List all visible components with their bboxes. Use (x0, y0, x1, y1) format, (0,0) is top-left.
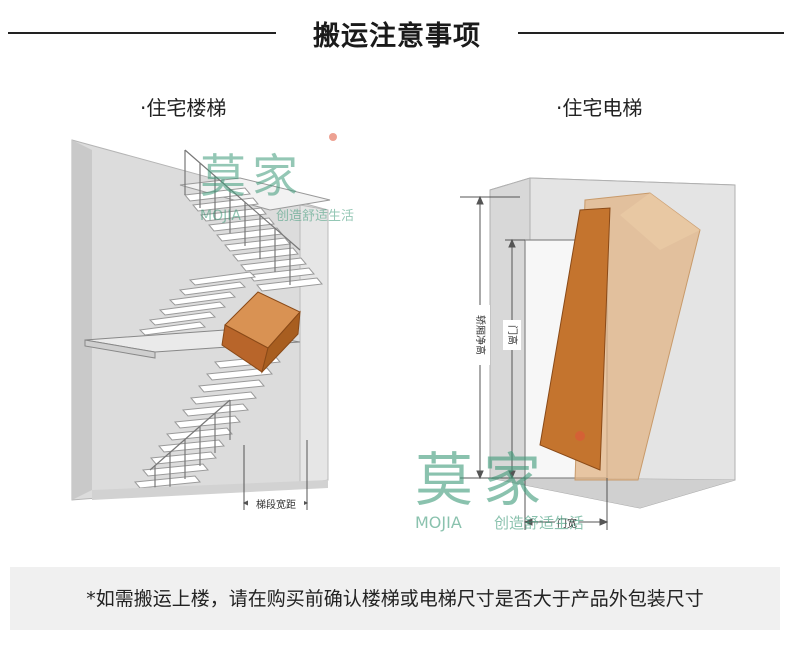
watermark-brand-cn-large: 莫家 (415, 446, 551, 514)
watermark-dot-large (575, 431, 585, 441)
car-height-label: 轿厢净高 (474, 315, 487, 355)
footer-notice: *如需搬运上楼，请在购买前确认楼梯或电梯尺寸是否大于产品外包装尺寸 (10, 567, 780, 630)
watermark-dot (329, 133, 337, 141)
stairwell-left-wall (72, 140, 92, 500)
watermark-brand-cn: 莫家 (200, 149, 304, 203)
stair-width-label: 梯段宽距 (256, 498, 296, 511)
diagram-canvas: 梯段宽距 轿厢净高 (0, 0, 790, 560)
stairwell-right-wall (300, 205, 328, 485)
watermark-slogan-large: 创造舒适生活 (494, 514, 584, 532)
watermark-slogan: 创造舒适生活 (276, 209, 354, 224)
door-height-label: 门高 (506, 325, 519, 345)
watermark-brand-en: MOJIA (200, 208, 241, 224)
footer-note: *如需搬运上楼，请在购买前确认楼梯或电梯尺寸是否大于产品外包装尺寸 (10, 584, 780, 611)
watermark-brand-en-large: MOJIA (415, 513, 462, 532)
watermark-top: 莫家 MOJIA 创造舒适生活 (200, 133, 354, 224)
